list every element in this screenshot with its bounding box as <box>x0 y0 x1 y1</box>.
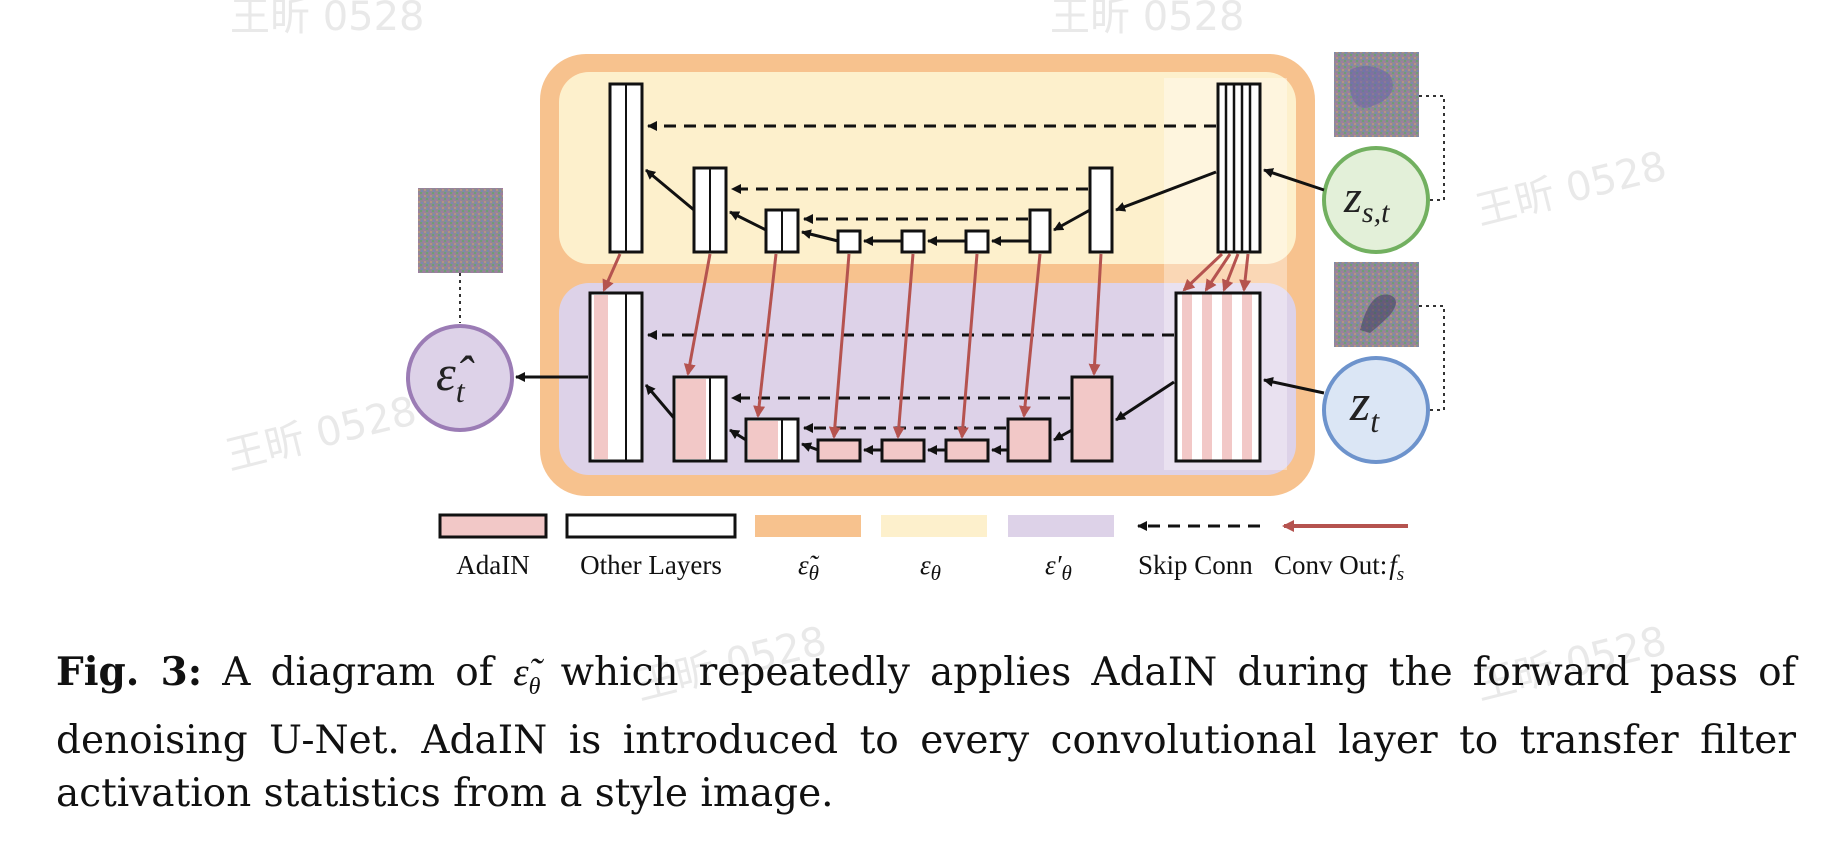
layer-block <box>1028 208 1052 254</box>
caption-text-after: which repeatedly applies AdaIN during th… <box>56 650 1796 816</box>
legend-conv-out-label: Conv Out:fs <box>1274 550 1404 585</box>
layer-block <box>1088 166 1114 254</box>
legend-eps-tilde-label: ε̃θ <box>798 550 820 585</box>
caption-text-before: A diagram of <box>202 650 514 695</box>
legend-eps-swatch <box>881 515 987 537</box>
watermark: 王昕 0528 <box>221 388 421 480</box>
adain-block <box>816 438 862 463</box>
caption-symbol-sub: θ <box>528 673 541 700</box>
node-z-s-t <box>1322 146 1430 254</box>
layer-block <box>836 229 862 254</box>
legend-eps-prime-swatch <box>1008 515 1114 537</box>
caption-symbol: ε̃ <box>513 651 529 694</box>
figure-caption: Fig. 3: A diagram of ε̃θ which repeatedl… <box>56 646 1796 820</box>
legend-adain-label: AdaIN <box>456 550 529 580</box>
layer-block <box>1216 82 1262 254</box>
node-z-t <box>1322 356 1430 464</box>
watermark: 王昕 0528 <box>230 0 425 40</box>
legend-eps-tilde-swatch <box>755 515 861 537</box>
layer-block <box>900 229 926 254</box>
adain-block <box>1006 417 1052 463</box>
legend-adain-swatch <box>438 513 548 539</box>
legend-other-layers-swatch <box>565 513 737 539</box>
legend-eps-prime-label: ε′θ <box>1045 550 1072 585</box>
adain-block <box>1174 291 1262 463</box>
legend-eps-label: εθ <box>920 550 941 585</box>
node-z-t-label: zt <box>1349 375 1380 439</box>
legend-skip-conn-label: Skip Conn <box>1138 550 1253 580</box>
legend-other-layers-label: Other Layers <box>580 550 722 580</box>
adain-block <box>944 438 990 463</box>
conv-out-arrows <box>602 252 1252 439</box>
figure-label: Fig. 3: <box>56 649 203 695</box>
bottom-unet <box>588 291 1262 463</box>
top-unet <box>608 82 1262 254</box>
watermark: 王昕 0528 <box>1471 143 1671 235</box>
legend: AdaIN Other Layers ε̃θ εθ ε′θ Skip Conn … <box>438 513 1408 585</box>
layer-block <box>964 229 990 254</box>
adain-block <box>1070 375 1114 463</box>
adain-block <box>880 438 926 463</box>
node-eps-hat-t <box>406 324 514 432</box>
node-z-s-t-label: zs,t <box>1343 171 1390 229</box>
watermark: 王昕 0528 <box>1050 0 1245 40</box>
noise-output-image <box>418 188 503 273</box>
